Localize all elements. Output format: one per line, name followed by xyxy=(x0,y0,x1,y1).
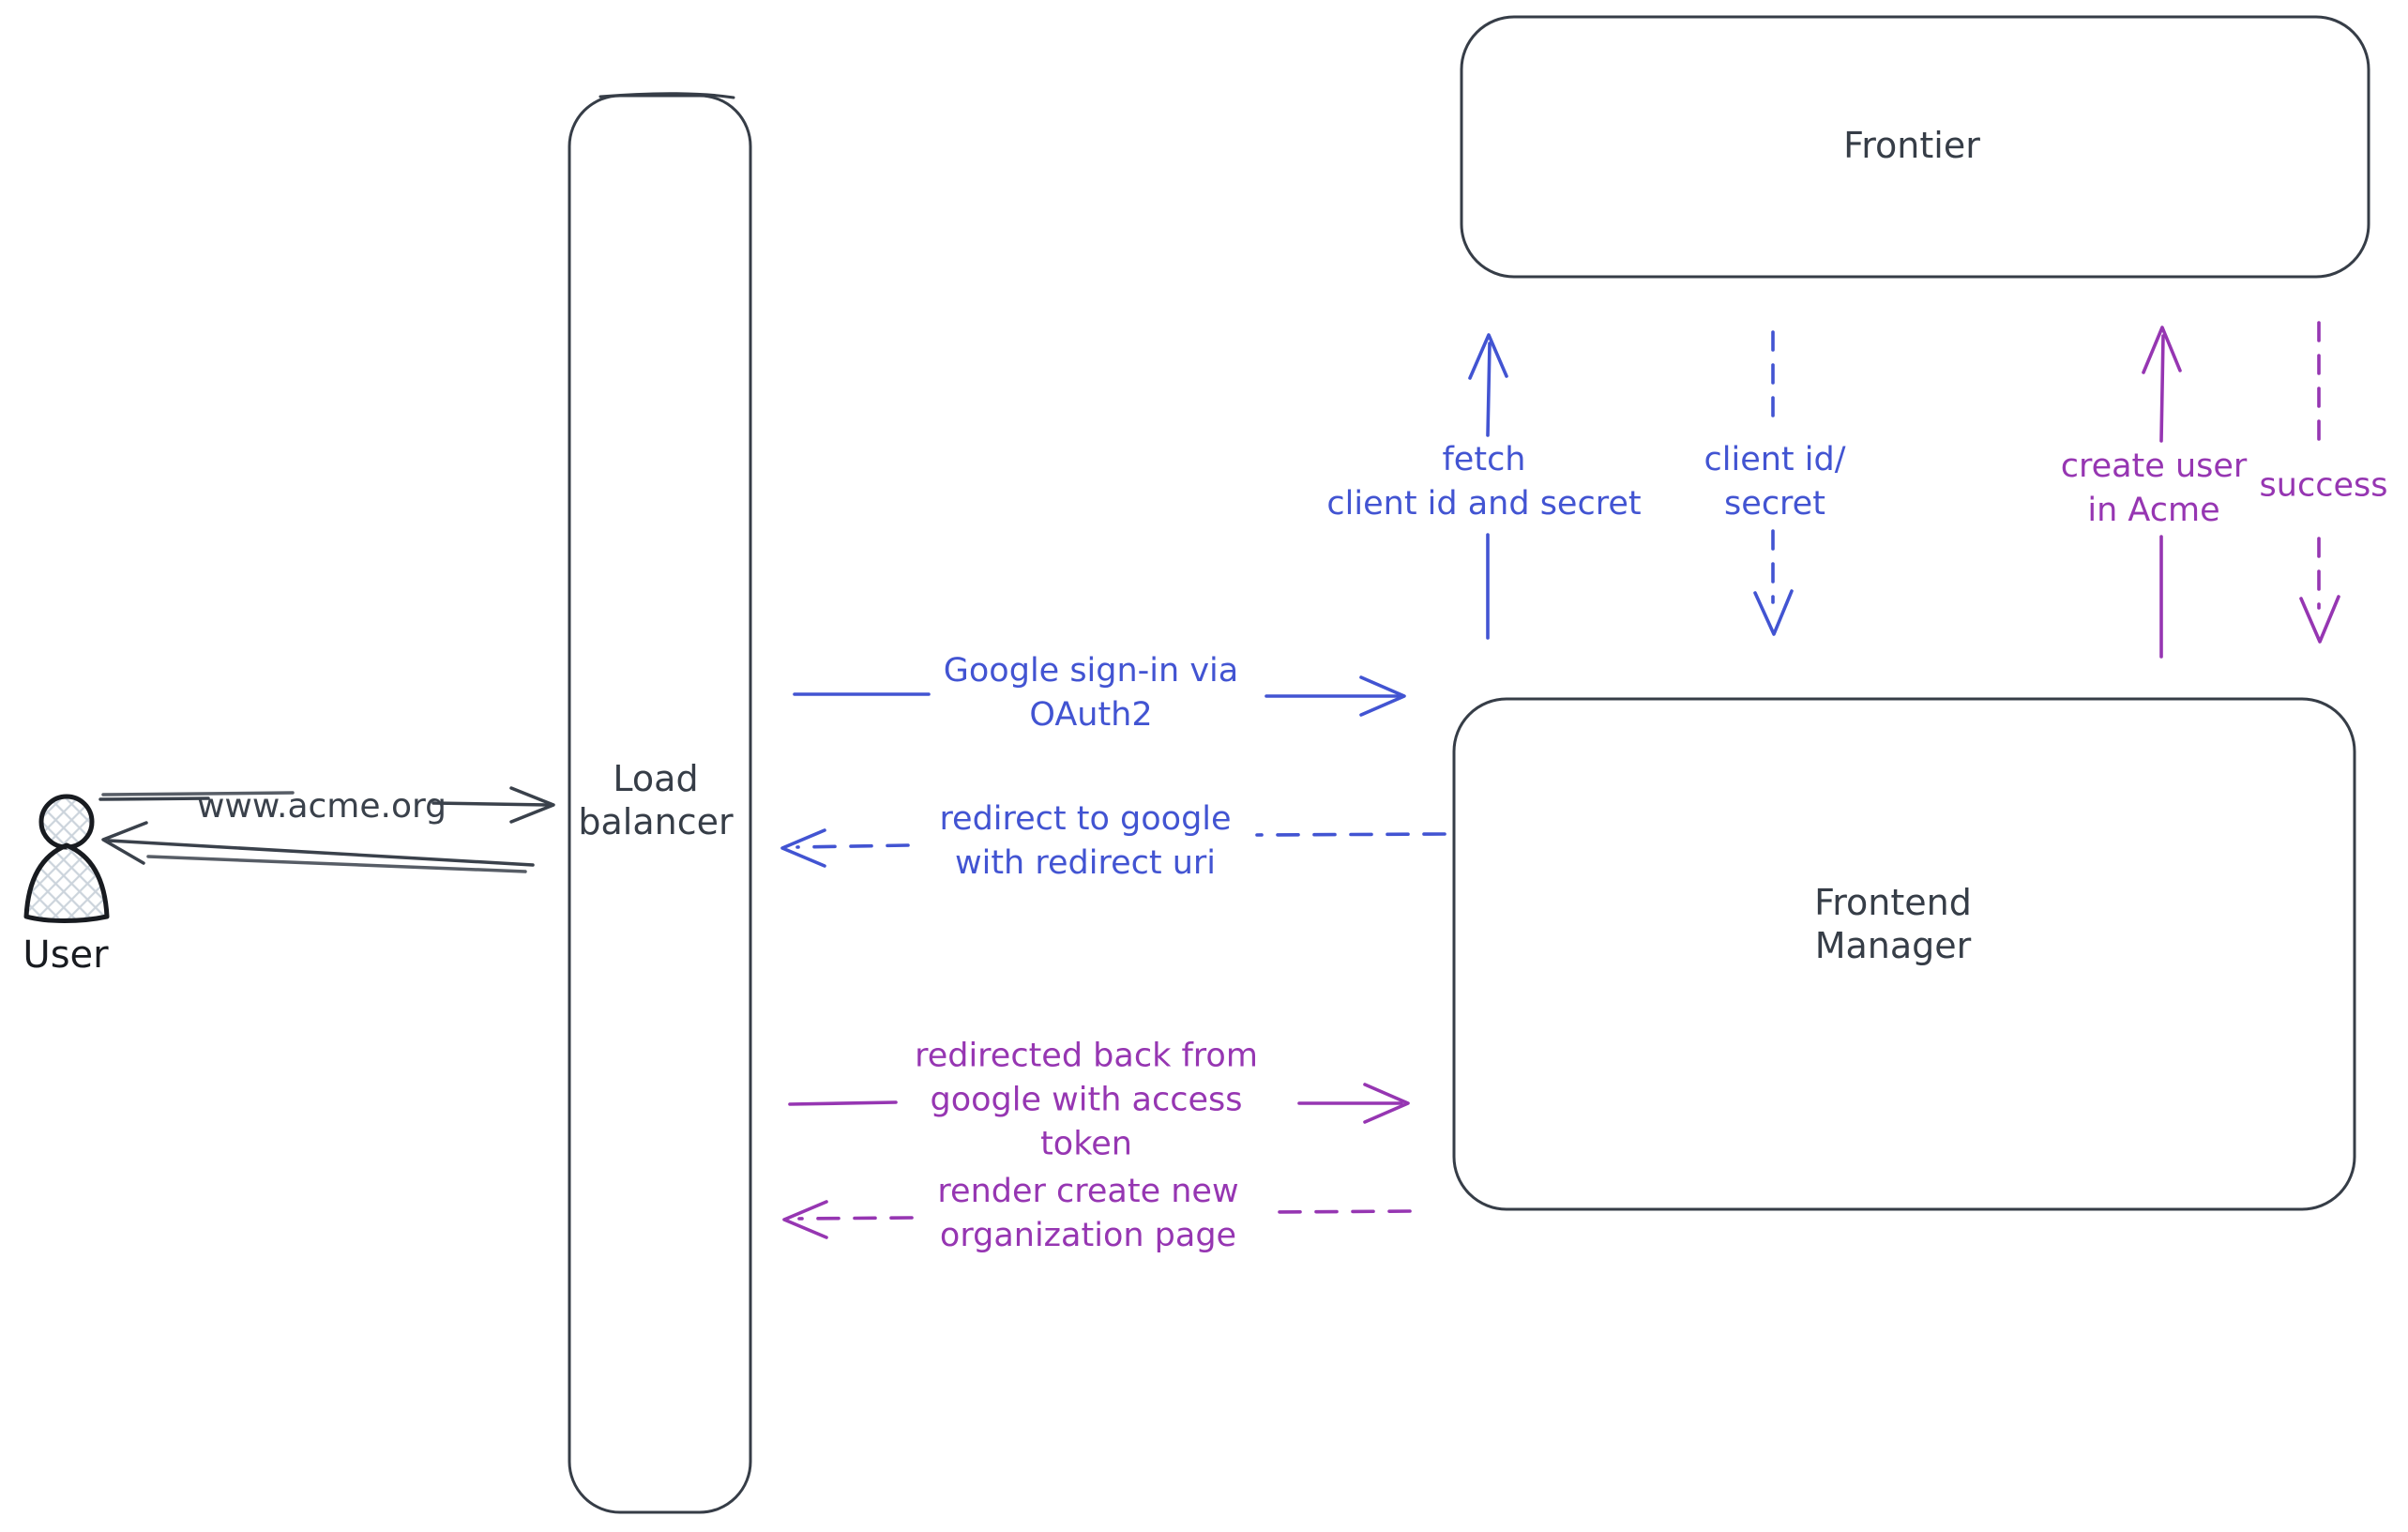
arrow-redirected-back-head xyxy=(1363,1083,1410,1124)
arrow-render-dashes-right xyxy=(1266,1209,1412,1214)
arrow-redirect-dashes-right xyxy=(1255,832,1446,837)
arrow-www-acme-shaft-left xyxy=(98,796,210,801)
arrow-response-to-user xyxy=(101,821,535,873)
frontier-box xyxy=(1460,15,2370,279)
arrow-redirected-back xyxy=(788,1083,1410,1124)
arrow-redirected-back-shaft-left xyxy=(788,1100,898,1106)
arrow-www-acme xyxy=(98,786,555,824)
arrow-create-user-shaft-upper xyxy=(2159,334,2165,443)
arrow-www-acme-head xyxy=(509,786,555,824)
frontend-manager-box xyxy=(1452,697,2356,1211)
arrow-render-dashes-left xyxy=(797,1216,914,1221)
arrow-create-user-head xyxy=(2142,326,2182,374)
arrow-redirect-to-google xyxy=(780,828,1446,868)
arrow-render-head xyxy=(782,1200,828,1239)
frontier-rect xyxy=(1460,15,2370,279)
arrow-www-acme-shaft-overdraw xyxy=(101,791,295,796)
user-body xyxy=(23,842,110,923)
arrow-response-shaft-overdraw xyxy=(146,855,527,873)
arrow-www-acme-shaft-right xyxy=(432,801,550,807)
arrow-client-id-head xyxy=(1753,589,1794,636)
load-balancer-rect xyxy=(568,94,752,1514)
arrow-redirect-dashes-left xyxy=(795,843,910,849)
arrow-success xyxy=(2299,321,2340,644)
arrow-client-id-secret xyxy=(1753,330,1794,636)
load-balancer-sketch-stroke xyxy=(598,92,735,99)
arrow-fetch-head xyxy=(1468,333,1508,380)
arrow-fetch-shaft-upper xyxy=(1486,341,1492,437)
arrow-response-shaft xyxy=(107,839,535,867)
load-balancer-box xyxy=(568,92,752,1514)
user-icon xyxy=(23,794,110,923)
arrow-response-head xyxy=(101,821,148,865)
arrow-success-head xyxy=(2299,595,2340,644)
arrow-create-user xyxy=(2142,326,2182,659)
arrow-render-create-org xyxy=(782,1200,1412,1239)
arrow-google-signin-head xyxy=(1359,675,1406,717)
arrow-fetch-client-id xyxy=(1468,333,1508,640)
arrow-redirect-head xyxy=(780,828,826,868)
user-head xyxy=(38,794,95,850)
frontend-manager-rect xyxy=(1452,697,2356,1211)
arrow-google-signin xyxy=(793,675,1406,717)
